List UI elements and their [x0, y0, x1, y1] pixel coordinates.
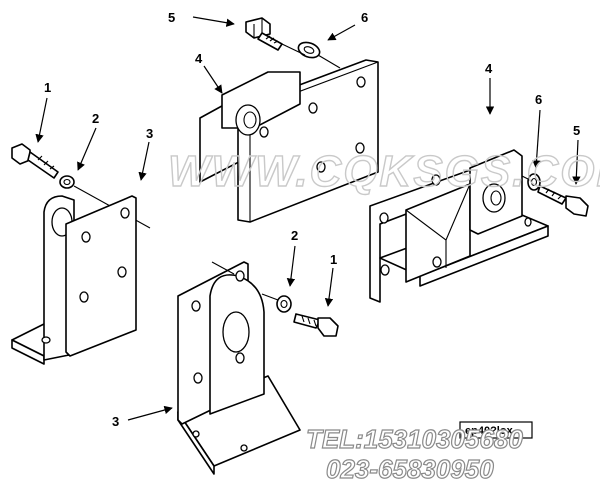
callout-1-mid: 1 [330, 252, 337, 267]
contact-phone: 023-65830950 [326, 454, 494, 484]
bolt-bottom [293, 313, 339, 337]
callout-3-left: 3 [146, 126, 153, 141]
l-bracket-left [11, 195, 137, 365]
bracket-right [369, 149, 549, 303]
callout-5-top: 5 [168, 10, 175, 25]
washer-top [297, 41, 321, 59]
bolt-top [245, 17, 283, 51]
callout-3-bottom: 3 [112, 414, 119, 429]
bolt-left [11, 143, 59, 179]
callout-6-right: 6 [535, 92, 542, 107]
washer-left [59, 175, 75, 189]
plate-bracket-top [199, 59, 379, 223]
washer-right [527, 173, 541, 191]
contact-tel: TEL:15310305680 [306, 424, 523, 454]
callout-4-top: 4 [195, 51, 203, 66]
figure-code: ep40?lox [465, 425, 514, 437]
washer-bottom [276, 295, 292, 313]
callout-5-right: 5 [573, 123, 580, 138]
callout-4-right: 4 [485, 61, 493, 76]
callout-2-left: 2 [92, 111, 99, 126]
bolt-right [537, 185, 589, 217]
figure-code-box: ep40?lox [459, 421, 533, 439]
callout-2-mid: 2 [291, 228, 298, 243]
watermark-text: WWW.CQKSGS.COM [168, 147, 600, 196]
leader-arrows [35, 16, 581, 421]
callout-1-left: 1 [44, 80, 51, 95]
tall-bracket-bottom [177, 261, 301, 475]
callout-6-top: 6 [361, 10, 368, 25]
